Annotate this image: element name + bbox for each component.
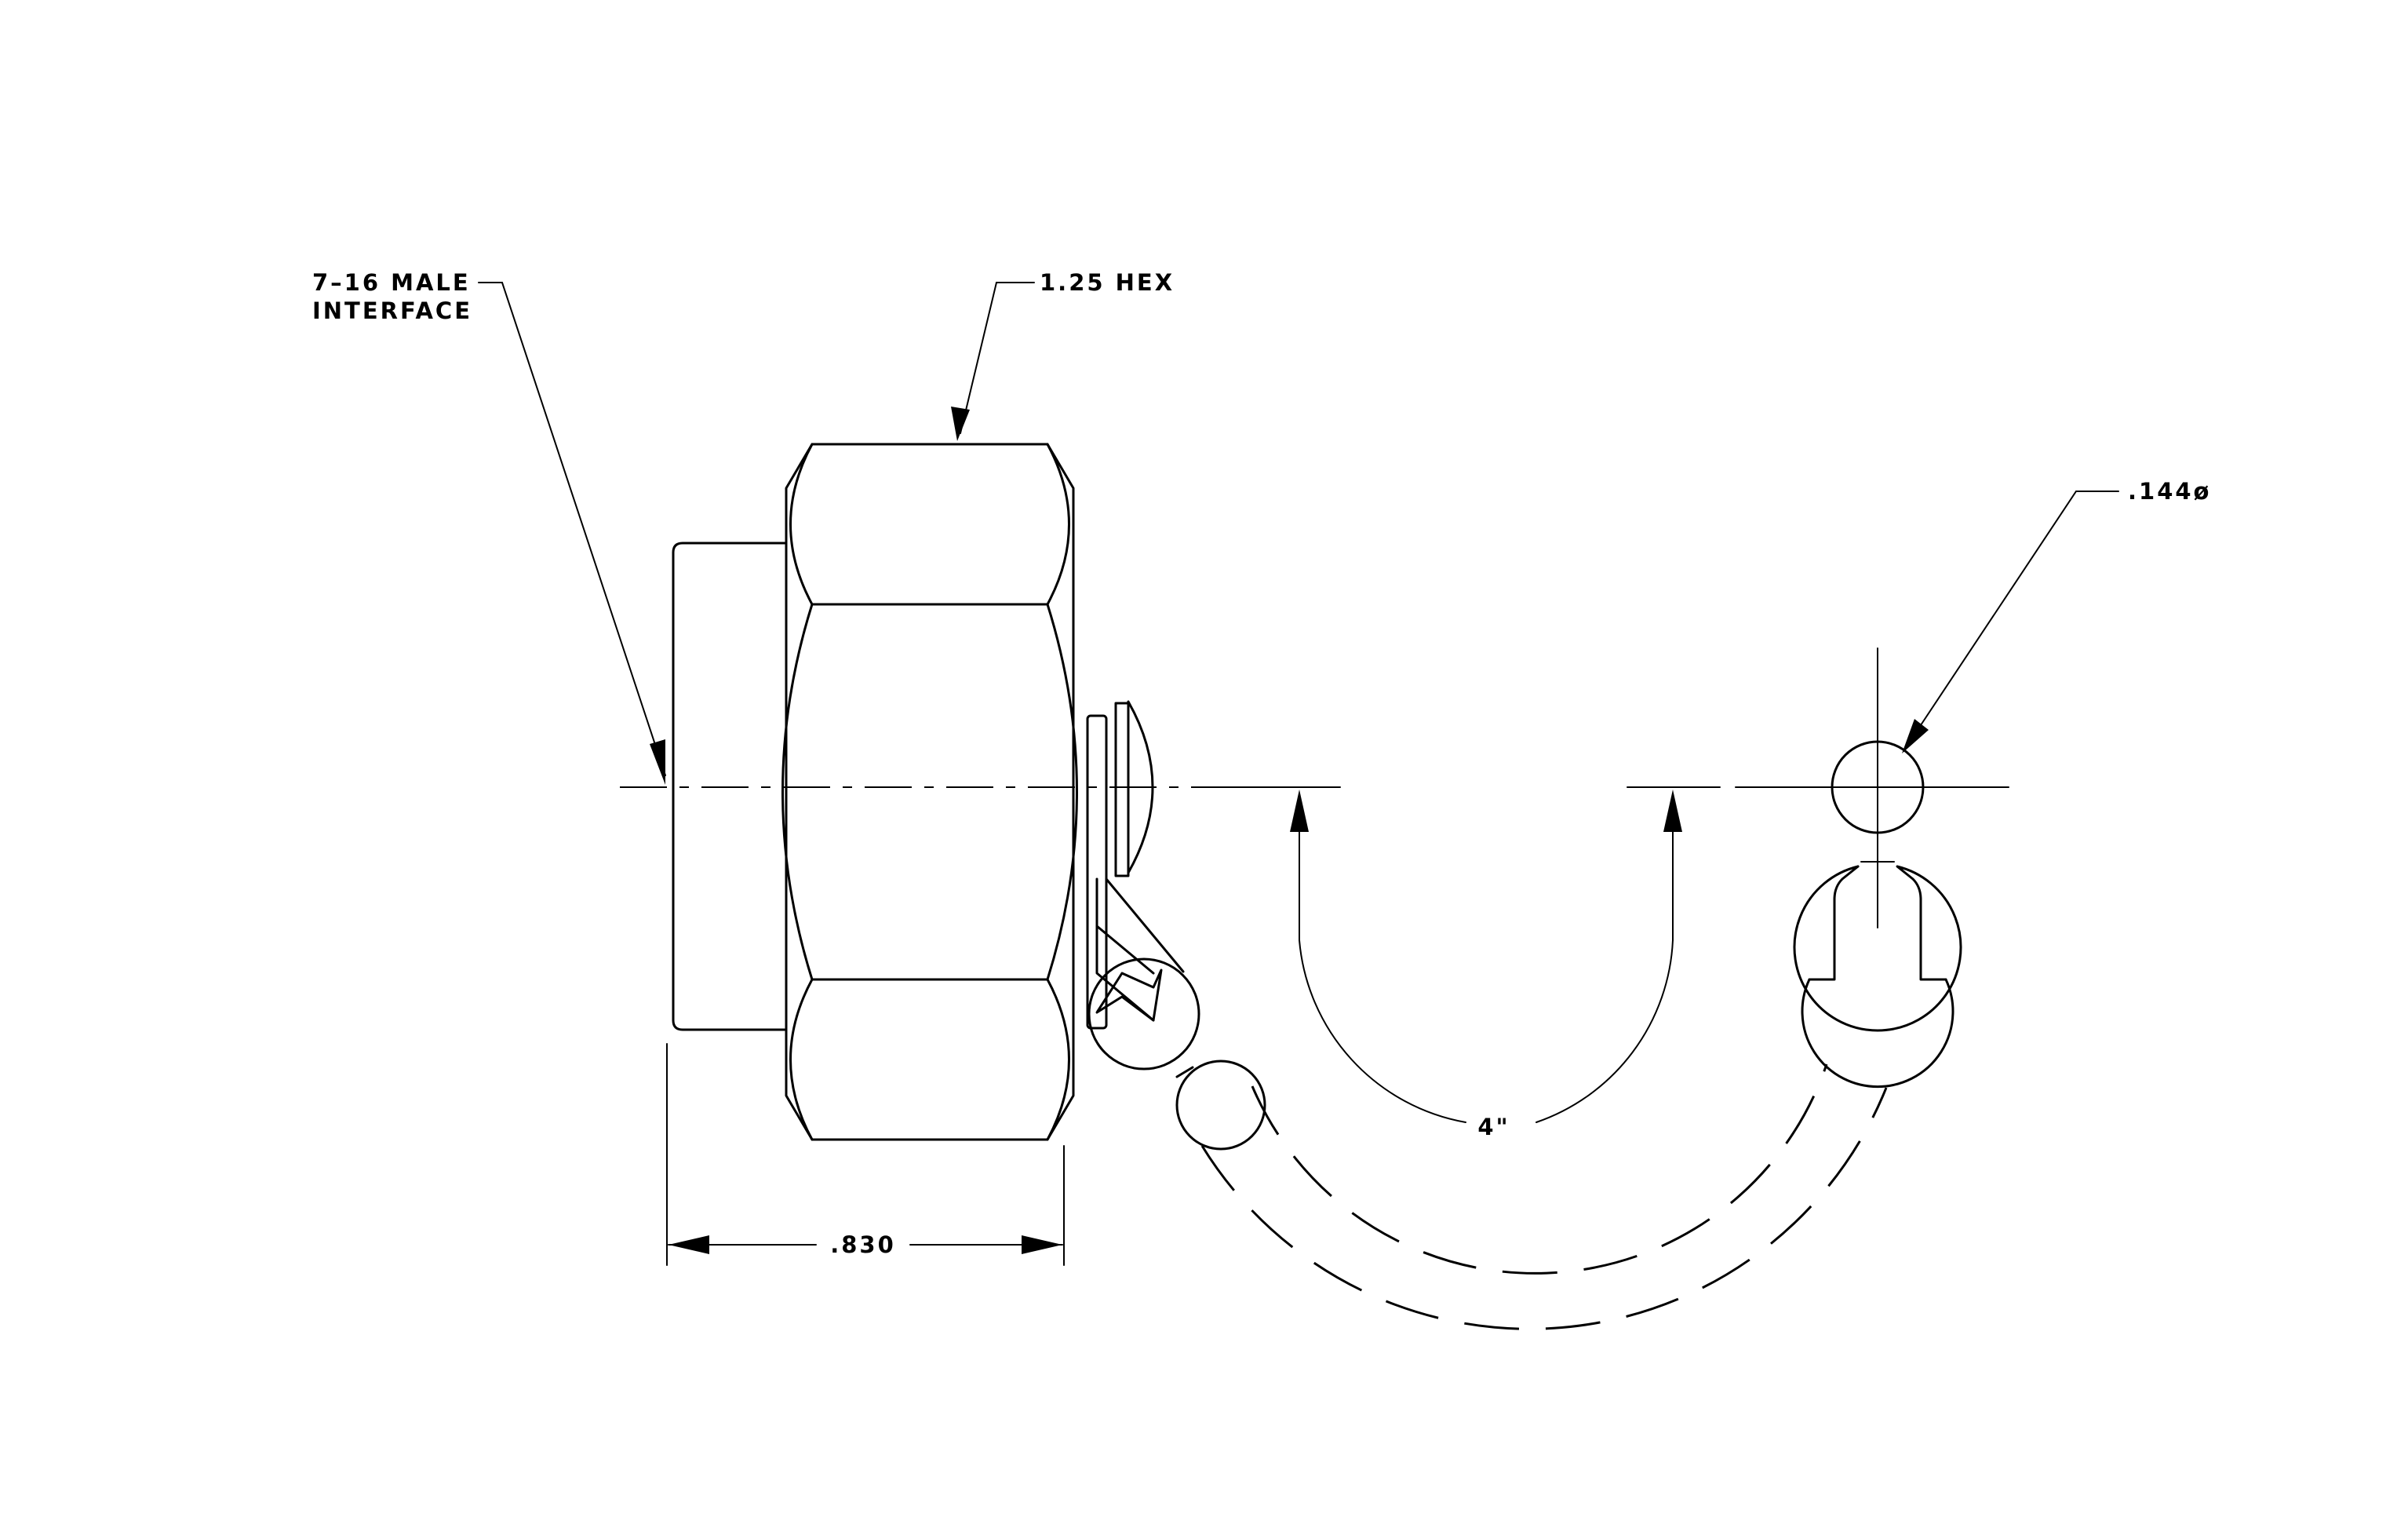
tether-label: 4" <box>1477 1114 1510 1140</box>
eyelet-end <box>1793 647 1962 1089</box>
callout-hole-dia: .144ø <box>1902 478 2211 753</box>
hex-label: 1.25 HEX <box>1040 269 1175 296</box>
callout-interface: 7–16 MALE INTERFACE <box>312 269 666 785</box>
interface-label-line2: INTERFACE <box>312 297 472 324</box>
dimension-length: .830 <box>666 1043 1065 1266</box>
tether-loop <box>1200 1063 1888 1330</box>
cap-clip <box>1086 700 1266 1151</box>
dimension-tether: 4" <box>1290 790 1682 1140</box>
interface-label-line1: 7–16 MALE <box>312 269 471 296</box>
callout-hex: 1.25 HEX <box>951 269 1175 441</box>
length-label: .830 <box>830 1231 896 1258</box>
hex-nut <box>781 443 1078 1141</box>
hole-dia-label: .144ø <box>2128 478 2211 505</box>
connector-body <box>672 542 786 1031</box>
